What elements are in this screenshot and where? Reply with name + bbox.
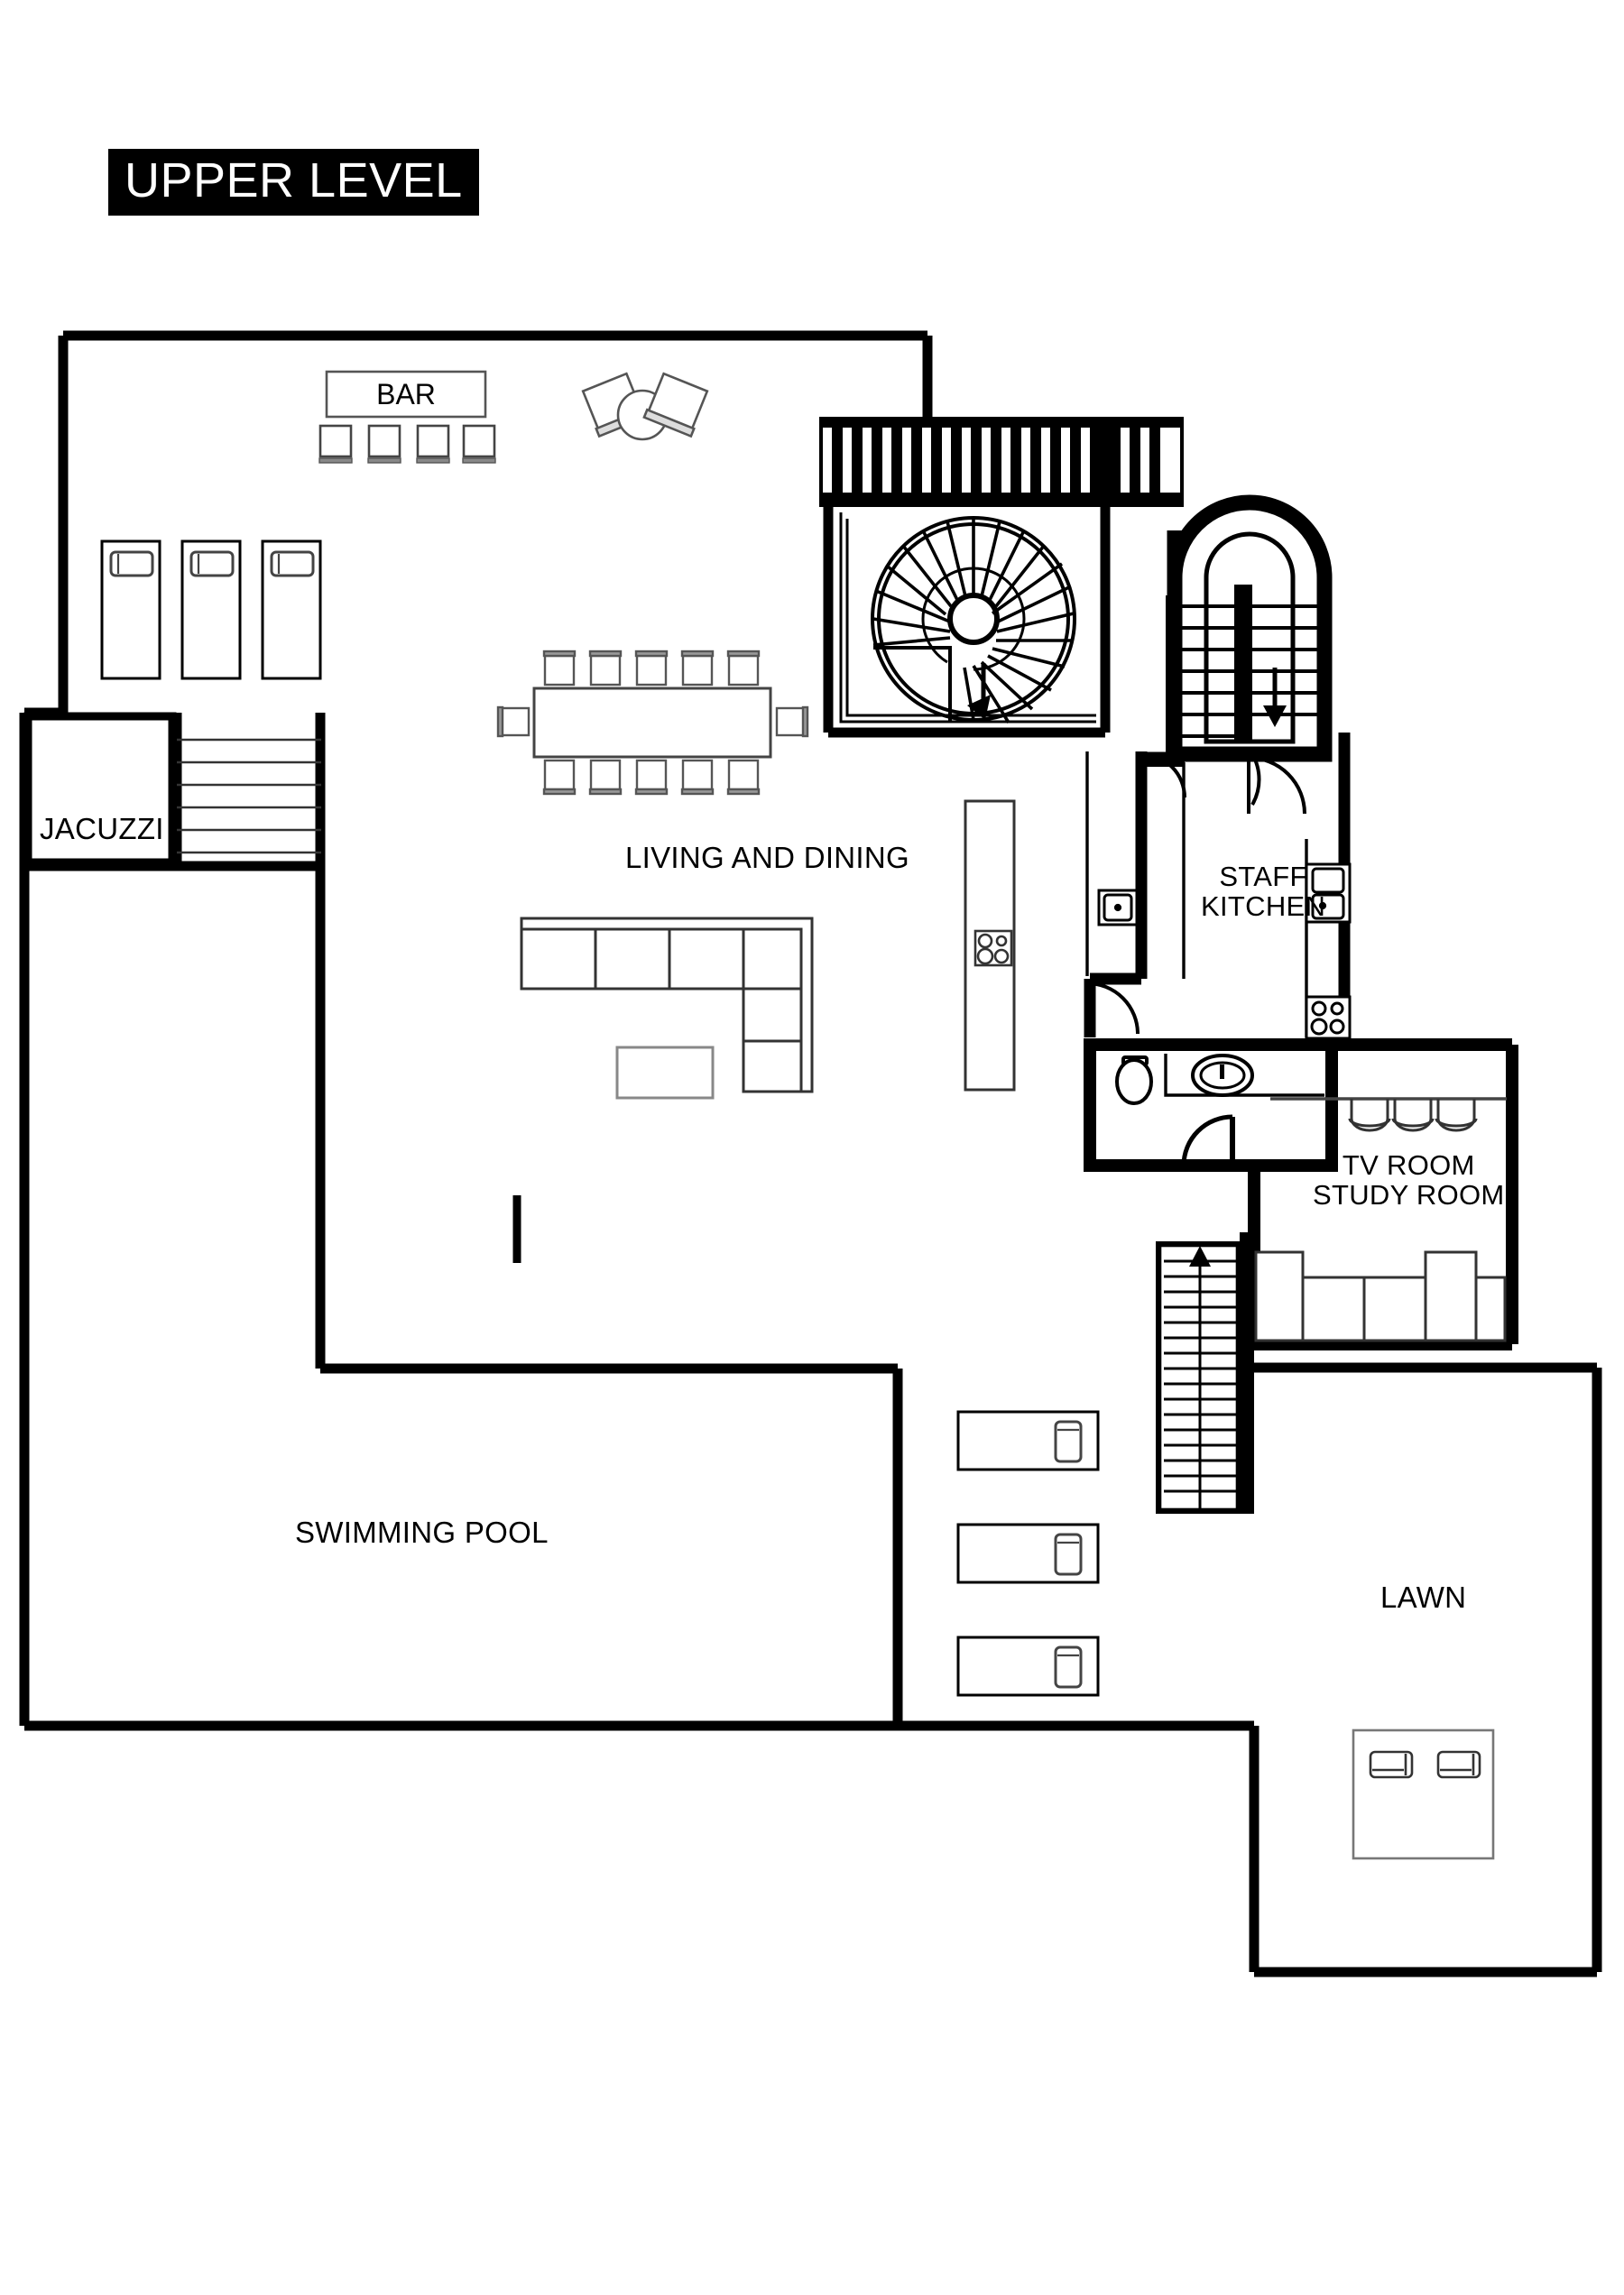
bar-stools [318, 424, 496, 464]
daybed [180, 539, 242, 680]
daybed [100, 539, 161, 680]
pool-lounger-group [956, 1410, 1100, 1697]
dining-chair [634, 759, 669, 796]
stool [1391, 1099, 1435, 1132]
bathroom-sink-icon [1191, 1054, 1254, 1097]
dining-chair [542, 650, 577, 687]
dining-chair [680, 759, 715, 796]
cooktop-icon [973, 929, 1013, 967]
staff-kitchen-label-line1: STAFF [1219, 861, 1307, 892]
kitchen-island [964, 799, 1016, 1092]
double-sink-icon [1305, 862, 1352, 924]
tv-room-sofa [1254, 1250, 1507, 1342]
daybed-group-left [100, 539, 322, 680]
pillow [109, 550, 154, 577]
bathroom-vanity [1164, 1054, 1324, 1097]
stool [1348, 1099, 1391, 1132]
pool-steps [177, 738, 321, 854]
bar-label: BAR [376, 377, 436, 410]
dining-chair [775, 705, 809, 738]
tv-room-label-line1: TV ROOM [1342, 1149, 1475, 1181]
dining-table [532, 687, 772, 759]
lawn-bed [1352, 1728, 1495, 1860]
jacuzzi-label: JACUZZI [40, 812, 164, 845]
dining-chair [680, 650, 715, 687]
bar-stool [416, 424, 450, 464]
bar-stool [367, 424, 401, 464]
dining-chairs-bottom [542, 759, 761, 796]
pillow [1054, 1533, 1083, 1576]
pillow [1436, 1750, 1481, 1779]
bathroom-walls [1084, 1038, 1338, 1172]
pool-lounger [956, 1410, 1100, 1471]
page-title: UPPER LEVEL [108, 149, 479, 216]
dining-chair [726, 650, 761, 687]
pillow [1054, 1645, 1083, 1689]
pillow [189, 550, 235, 577]
sink-icon [1097, 889, 1139, 926]
pillow [270, 550, 315, 577]
dining-chair [634, 650, 669, 687]
tv-study-room-label: TV ROOM STUDY ROOM [1313, 1150, 1505, 1211]
dining-chairs-top [542, 650, 761, 687]
stair-direction-arrow [967, 695, 991, 720]
stairwell-walls [823, 422, 1111, 738]
door-leaf [1084, 751, 1252, 1034]
tv-room-stools [1348, 1099, 1478, 1132]
dining-set [496, 650, 809, 796]
lawn-boundary [1249, 1362, 1602, 1977]
jacuzzi-enclosure [23, 712, 177, 867]
spiral-staircase [871, 516, 1076, 724]
straight-staircase [1156, 1232, 1254, 1514]
balustrade [819, 417, 1184, 507]
swimming-pool-label: SWIMMING POOL [295, 1516, 549, 1549]
pillow [1054, 1420, 1083, 1463]
bar-stool [462, 424, 496, 464]
pool-lounger [956, 1636, 1100, 1697]
bar-counter [325, 370, 487, 419]
bar-stool [318, 424, 353, 464]
dining-chair [588, 759, 623, 796]
lounge-chair [642, 372, 709, 438]
stair-direction-arrow [1263, 705, 1287, 727]
stair-direction-arrow [1189, 1246, 1211, 1267]
stair-wall [1240, 1232, 1254, 1514]
pool-lounger [956, 1523, 1100, 1584]
dining-chair [542, 759, 577, 796]
dining-chair [588, 650, 623, 687]
staff-kitchen-label: STAFF KITCHEN [1201, 862, 1325, 922]
daybed [261, 539, 322, 680]
stool [1435, 1099, 1478, 1132]
tv-room-label-line2: STUDY ROOM [1313, 1179, 1505, 1212]
living-and-dining-label: LIVING AND DINING [625, 841, 909, 874]
door-swing [1181, 1114, 1233, 1166]
staff-kitchen-label-line2: KITCHEN [1201, 890, 1326, 923]
dining-chair [726, 759, 761, 796]
stairwell-inner-line [839, 512, 1096, 724]
pillow [1369, 1750, 1414, 1779]
sectional-sofa [520, 917, 814, 1093]
coffee-table [615, 1046, 715, 1100]
toilet-icon [1115, 1055, 1153, 1105]
switchback-staircase [1166, 494, 1333, 815]
dining-chair [496, 705, 531, 738]
round-table-set [581, 372, 709, 441]
stove-icon [1305, 995, 1352, 1040]
lawn-label: LAWN [1380, 1581, 1467, 1614]
dining-chairs-ends [496, 705, 809, 738]
